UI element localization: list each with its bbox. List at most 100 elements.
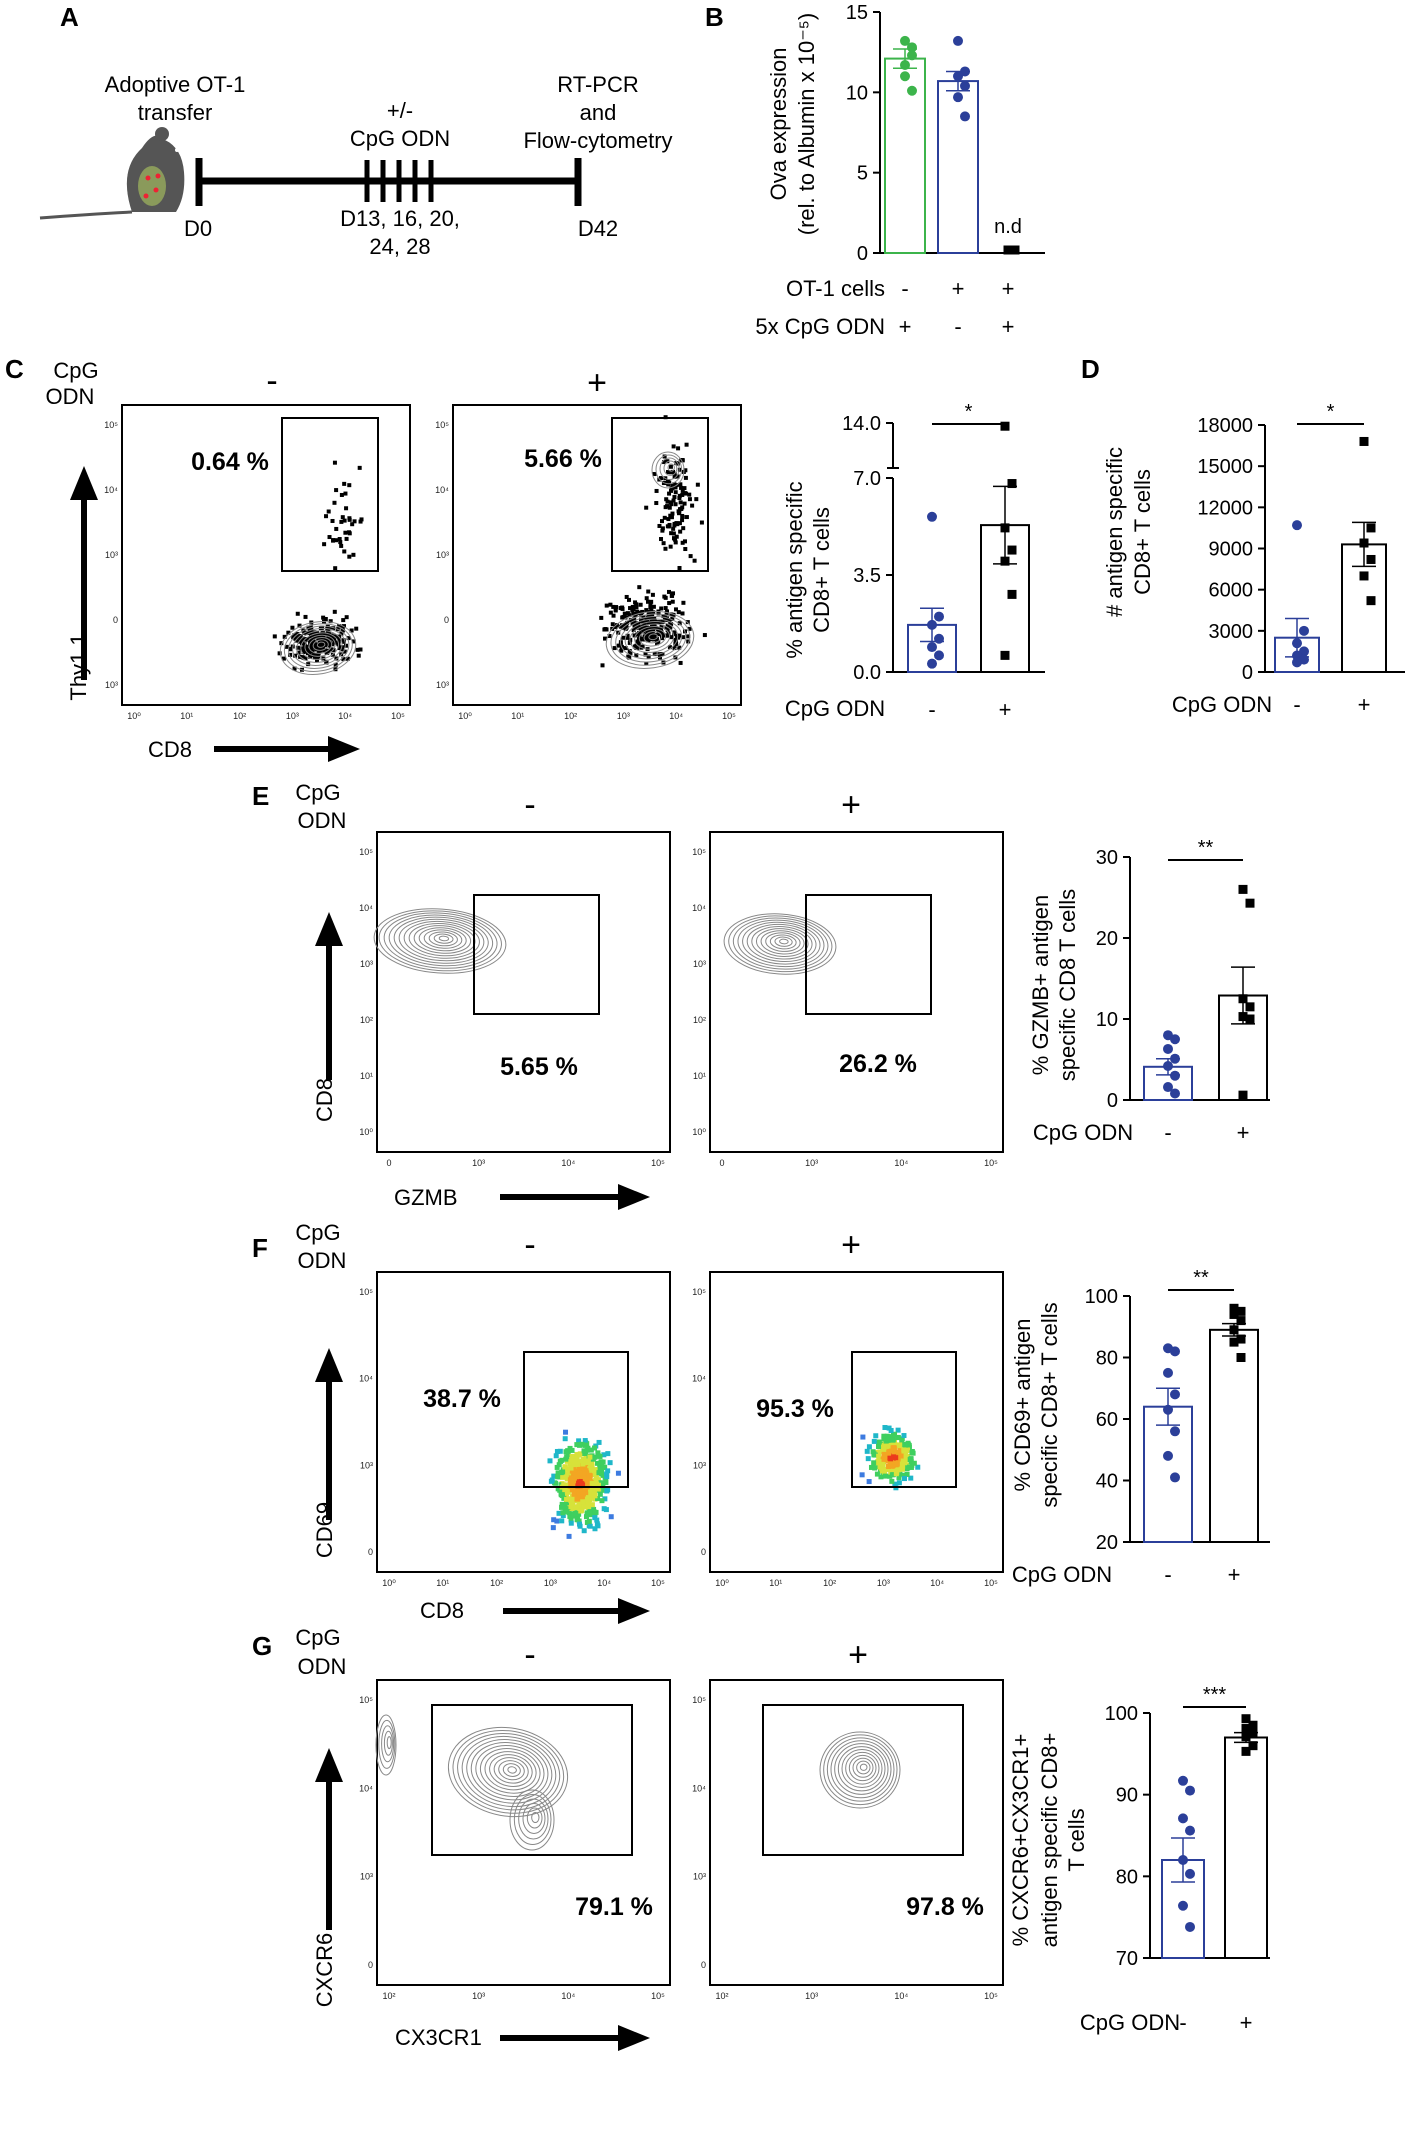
chart-g-point: [1185, 1868, 1195, 1879]
event-dot: [659, 636, 664, 641]
flow-tick-label-x: 10⁰: [127, 711, 141, 721]
event-dot: [560, 1512, 566, 1518]
event-dot: [632, 633, 637, 638]
panel-b-letter: B: [705, 2, 724, 32]
axis-arrow-x: [500, 1184, 650, 1210]
contour-line: [461, 1735, 557, 1808]
chart-f-point: [1163, 1450, 1173, 1461]
event-dot: [677, 493, 682, 498]
event-dot: [633, 625, 638, 630]
chart-d-ylabel-2: CD8+ T cells: [1130, 469, 1155, 595]
contour-line: [723, 913, 837, 975]
event-dot: [334, 656, 339, 661]
event-dot: [684, 491, 689, 496]
event-dot: [677, 621, 682, 626]
treatment-label-2: CpG ODN: [350, 126, 450, 151]
event-dot: [668, 470, 673, 475]
chart-g-xlabel: CpG ODN: [1080, 2010, 1180, 2035]
event-dot: [351, 639, 356, 644]
event-dot: [611, 613, 616, 618]
flow-tick-label-y: 10³: [105, 680, 118, 690]
event-dot: [648, 613, 653, 618]
event-dot: [354, 626, 359, 631]
event-dot: [887, 1434, 893, 1440]
injection-ticks: [364, 160, 434, 202]
chart-b-point: [1010, 245, 1020, 255]
flow-c-minus-percent: 0.64 %: [191, 448, 269, 476]
chart-d-category-label: -: [1293, 692, 1300, 717]
chart-e-point: [1245, 1002, 1255, 1012]
event-dot: [571, 1467, 577, 1473]
event-dot: [613, 607, 618, 612]
chart-c-point: [934, 611, 944, 622]
readout-label-1: RT-PCR: [557, 72, 639, 97]
event-dot: [303, 614, 308, 619]
chart-f-tick-label: 100: [1085, 1286, 1118, 1308]
event-dot: [674, 534, 679, 539]
chart-g-point: [1248, 1720, 1258, 1730]
event-dot: [302, 646, 307, 651]
contour-line: [819, 1731, 901, 1809]
flow-f-y-marker: CD69: [312, 1502, 337, 1558]
event-dot: [636, 623, 641, 628]
event-dot: [625, 633, 630, 638]
flow-tick-label-y: 10²: [360, 1015, 373, 1025]
chart-g-point: [1178, 1900, 1188, 1911]
chart-c-point: [1000, 556, 1010, 566]
event-dot: [282, 634, 287, 639]
event-dot: [303, 656, 308, 661]
flow-g-plus-percent: 97.8 %: [906, 1893, 984, 1921]
event-dot: [683, 547, 688, 552]
event-dot: [662, 594, 667, 599]
event-dot: [591, 1487, 597, 1493]
event-dot: [324, 659, 329, 664]
event-dot: [683, 475, 688, 480]
event-dot: [598, 1480, 604, 1486]
event-dot: [573, 1511, 579, 1517]
chart-e-ylabel-2: specific CD8 T cells: [1055, 889, 1080, 1081]
event-dot: [557, 1487, 563, 1493]
readout-label-2: and: [580, 100, 617, 125]
contour-line: [403, 920, 480, 959]
event-dot: [347, 531, 352, 536]
event-dot: [668, 488, 673, 493]
contour-line: [841, 1749, 883, 1788]
event-dot: [876, 1444, 882, 1450]
event-dot: [630, 608, 635, 613]
chart-g-point: [1185, 1825, 1195, 1836]
contour-line: [475, 1745, 545, 1797]
event-dot: [882, 1473, 888, 1479]
chart-g-category-label: +: [1240, 2010, 1253, 2035]
event-dot: [581, 1448, 587, 1454]
event-dot: [682, 486, 687, 491]
axis-arrow-y: [315, 912, 343, 1080]
chart-b-tick-label: 5: [857, 163, 868, 185]
event-dot: [699, 520, 704, 525]
event-dot: [328, 619, 333, 624]
contour-line: [826, 1737, 895, 1802]
contour-line: [408, 923, 476, 957]
flow-tick-label-x: 10⁴: [894, 1158, 908, 1168]
event-dot: [621, 623, 626, 628]
chart-g-point: [1178, 1855, 1188, 1865]
event-dot: [866, 1444, 872, 1450]
event-dot: [584, 1472, 590, 1478]
event-dot: [344, 536, 349, 541]
chart-d-tick-label: 9000: [1209, 539, 1254, 561]
chart-d: D # antigen specific CD8+ T cells CpG OD…: [1081, 354, 1405, 717]
flow-tick-label-y: 10⁵: [692, 847, 706, 857]
event-dot: [634, 645, 639, 650]
flow-tick-label-y: 10⁵: [692, 1287, 706, 1297]
contour-line: [375, 1714, 397, 1776]
event-dot: [667, 618, 672, 623]
contour-line: [279, 621, 357, 675]
contour-line: [378, 1719, 396, 1769]
contour-line: [526, 1807, 543, 1829]
event-dot: [342, 481, 347, 486]
event-dot: [675, 474, 680, 479]
flow-f-x-marker: CD8: [420, 1598, 464, 1623]
chart-c-point: [927, 658, 937, 669]
contour-line: [760, 930, 805, 955]
event-dot: [618, 606, 623, 611]
